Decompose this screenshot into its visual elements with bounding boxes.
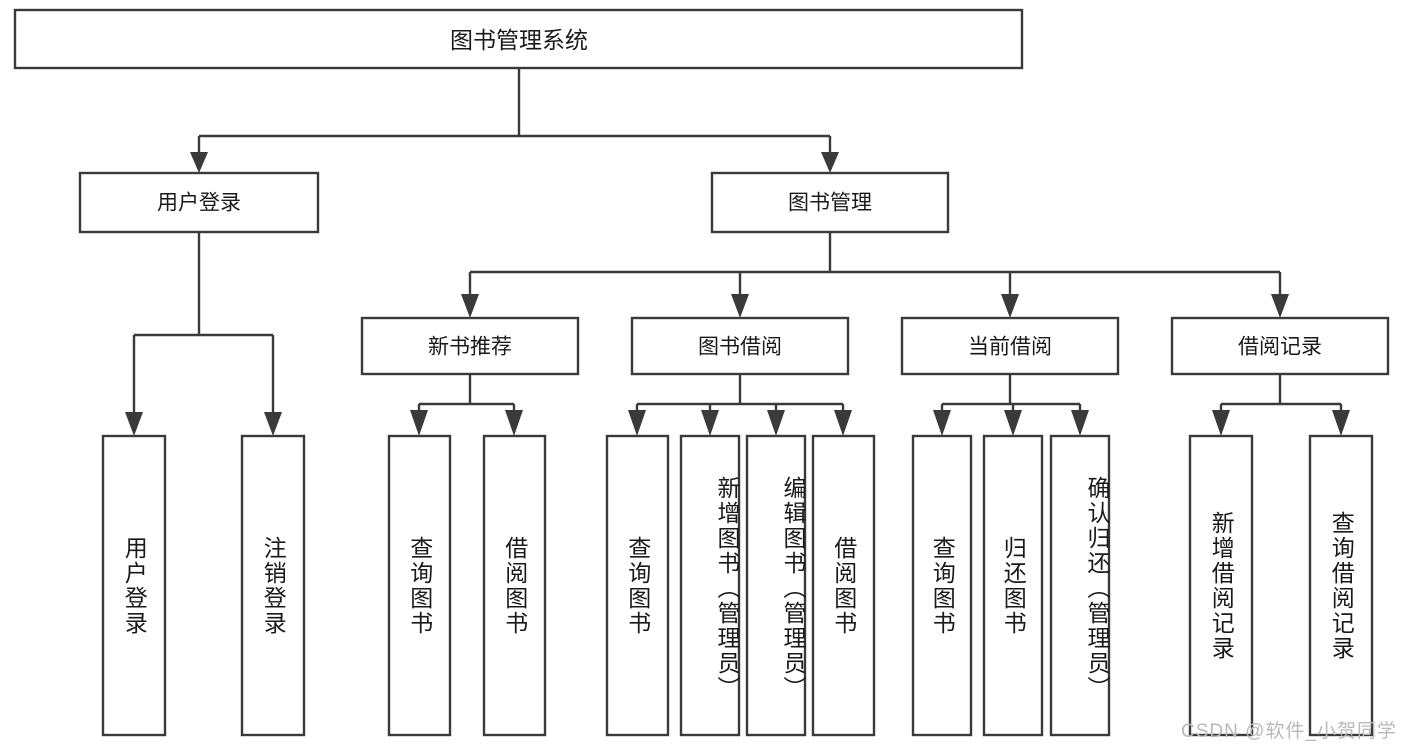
node-leaf-query-book-current[interactable] (911, 434, 973, 737)
node-leaf-add-borrow-record[interactable] (1188, 434, 1254, 737)
arrow-new-book-rec-leaf-2 (505, 410, 523, 436)
node-user-login[interactable] (78, 171, 320, 234)
node-leaf-edit-book-admin[interactable] (745, 434, 807, 737)
node-new-book-recommend[interactable] (360, 316, 580, 376)
node-user-login-label: 用户登录 (157, 192, 241, 215)
arrow-book-borrow-leaf-4 (834, 410, 852, 436)
arrow-new-book-rec-leaf-1 (410, 410, 428, 436)
node-book-management-label: 图书管理 (788, 192, 872, 215)
node-new-book-recommend-label: 新书推荐 (428, 336, 512, 359)
node-leaf-borrow-book[interactable] (811, 434, 876, 737)
node-leaf-query-book-borrow[interactable] (605, 434, 670, 737)
node-leaf-query-book-rec[interactable] (387, 434, 452, 737)
arrow-current-borrow-leaf-2 (1004, 410, 1022, 436)
node-current-borrow[interactable] (900, 316, 1120, 376)
arrow-current-borrow-leaf-3 (1071, 410, 1089, 436)
arrow-to-borrow-record (1271, 294, 1289, 318)
arrow-borrow-record-leaf-1 (1212, 410, 1230, 436)
arrow-root-to-user-login (190, 152, 208, 173)
node-leaf-logout[interactable] (240, 434, 306, 737)
node-leaf-user-login[interactable] (101, 434, 167, 737)
node-root-system-label: 图书管理系统 (450, 27, 588, 53)
arrow-book-borrow-leaf-3 (767, 410, 785, 436)
node-book-borrow-label: 图书借阅 (698, 336, 782, 359)
node-leaf-borrow-book-rec[interactable] (482, 434, 547, 737)
arrow-to-new-book-rec (461, 294, 479, 318)
arrow-current-borrow-leaf-1 (933, 410, 951, 436)
node-leaf-add-book-admin[interactable] (679, 434, 741, 737)
node-borrow-record-label: 借阅记录 (1238, 336, 1322, 359)
arrow-user-login-leaf-2 (264, 412, 282, 436)
node-layer: 图书管理系统 用户登录 图书管理 新书推荐 图书借阅 当前借阅 借阅记录 (13, 8, 1390, 737)
arrow-root-to-book-mgmt (821, 152, 839, 173)
arrow-user-login-leaf-1 (125, 412, 143, 436)
node-leaf-return-book[interactable] (982, 434, 1044, 737)
arrow-borrow-record-leaf-2 (1332, 410, 1350, 436)
arrow-to-book-borrow (731, 294, 749, 318)
node-current-borrow-label: 当前借阅 (968, 336, 1052, 359)
node-borrow-record[interactable] (1170, 316, 1390, 376)
node-leaf-confirm-return-admin[interactable] (1049, 434, 1111, 737)
arrow-to-current-borrow (1001, 294, 1019, 318)
connector-layer (125, 68, 1350, 436)
node-book-borrow[interactable] (630, 316, 850, 376)
arrow-book-borrow-leaf-1 (628, 410, 646, 436)
node-root-system[interactable] (13, 8, 1024, 70)
arrow-book-borrow-leaf-2 (701, 410, 719, 436)
watermark-text: CSDN @软件_小贺同学 (1181, 721, 1397, 742)
node-leaf-query-borrow-record[interactable] (1308, 434, 1374, 737)
node-book-management[interactable] (710, 171, 950, 234)
